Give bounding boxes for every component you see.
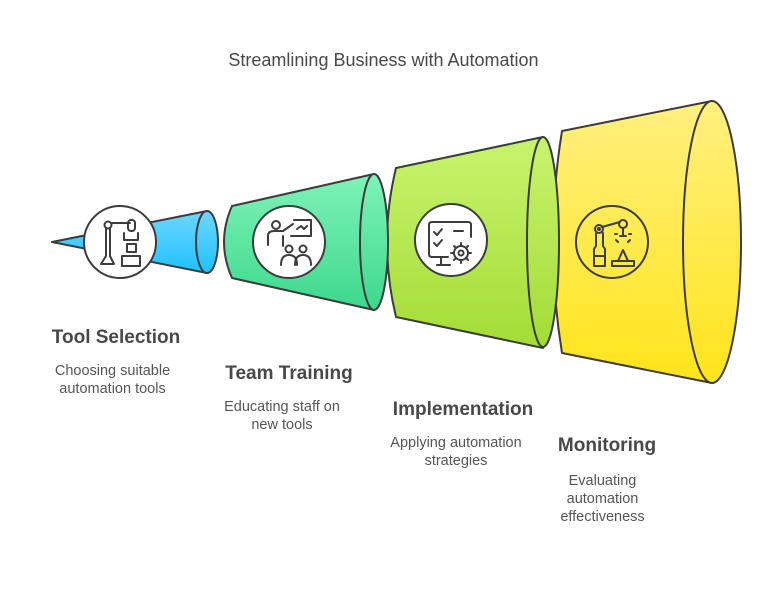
step-description-team-training: Educating staff on new tools: [224, 399, 340, 433]
diagram-title: Streamlining Business with Automation: [228, 50, 539, 70]
step-description-tool-selection: Choosing suitable automation tools: [54, 363, 171, 397]
step-description-monitoring: Evaluating automation effectiveness: [560, 473, 645, 525]
monitor-gear-icon: [414, 203, 488, 277]
step-title-monitoring: Monitoring: [557, 435, 657, 456]
robot-arm-icon: [83, 205, 157, 279]
step-description-implementation: Applying automation strategies: [390, 435, 522, 469]
presentation-icon: [252, 205, 326, 279]
step-title-implementation: Implementation: [392, 399, 534, 420]
step-title-tool-selection: Tool Selection: [51, 327, 181, 348]
step-title-team-training: Team Training: [225, 363, 353, 384]
funnel-segment-monitoring: [552, 100, 742, 384]
robot-welding-icon: [575, 205, 649, 279]
